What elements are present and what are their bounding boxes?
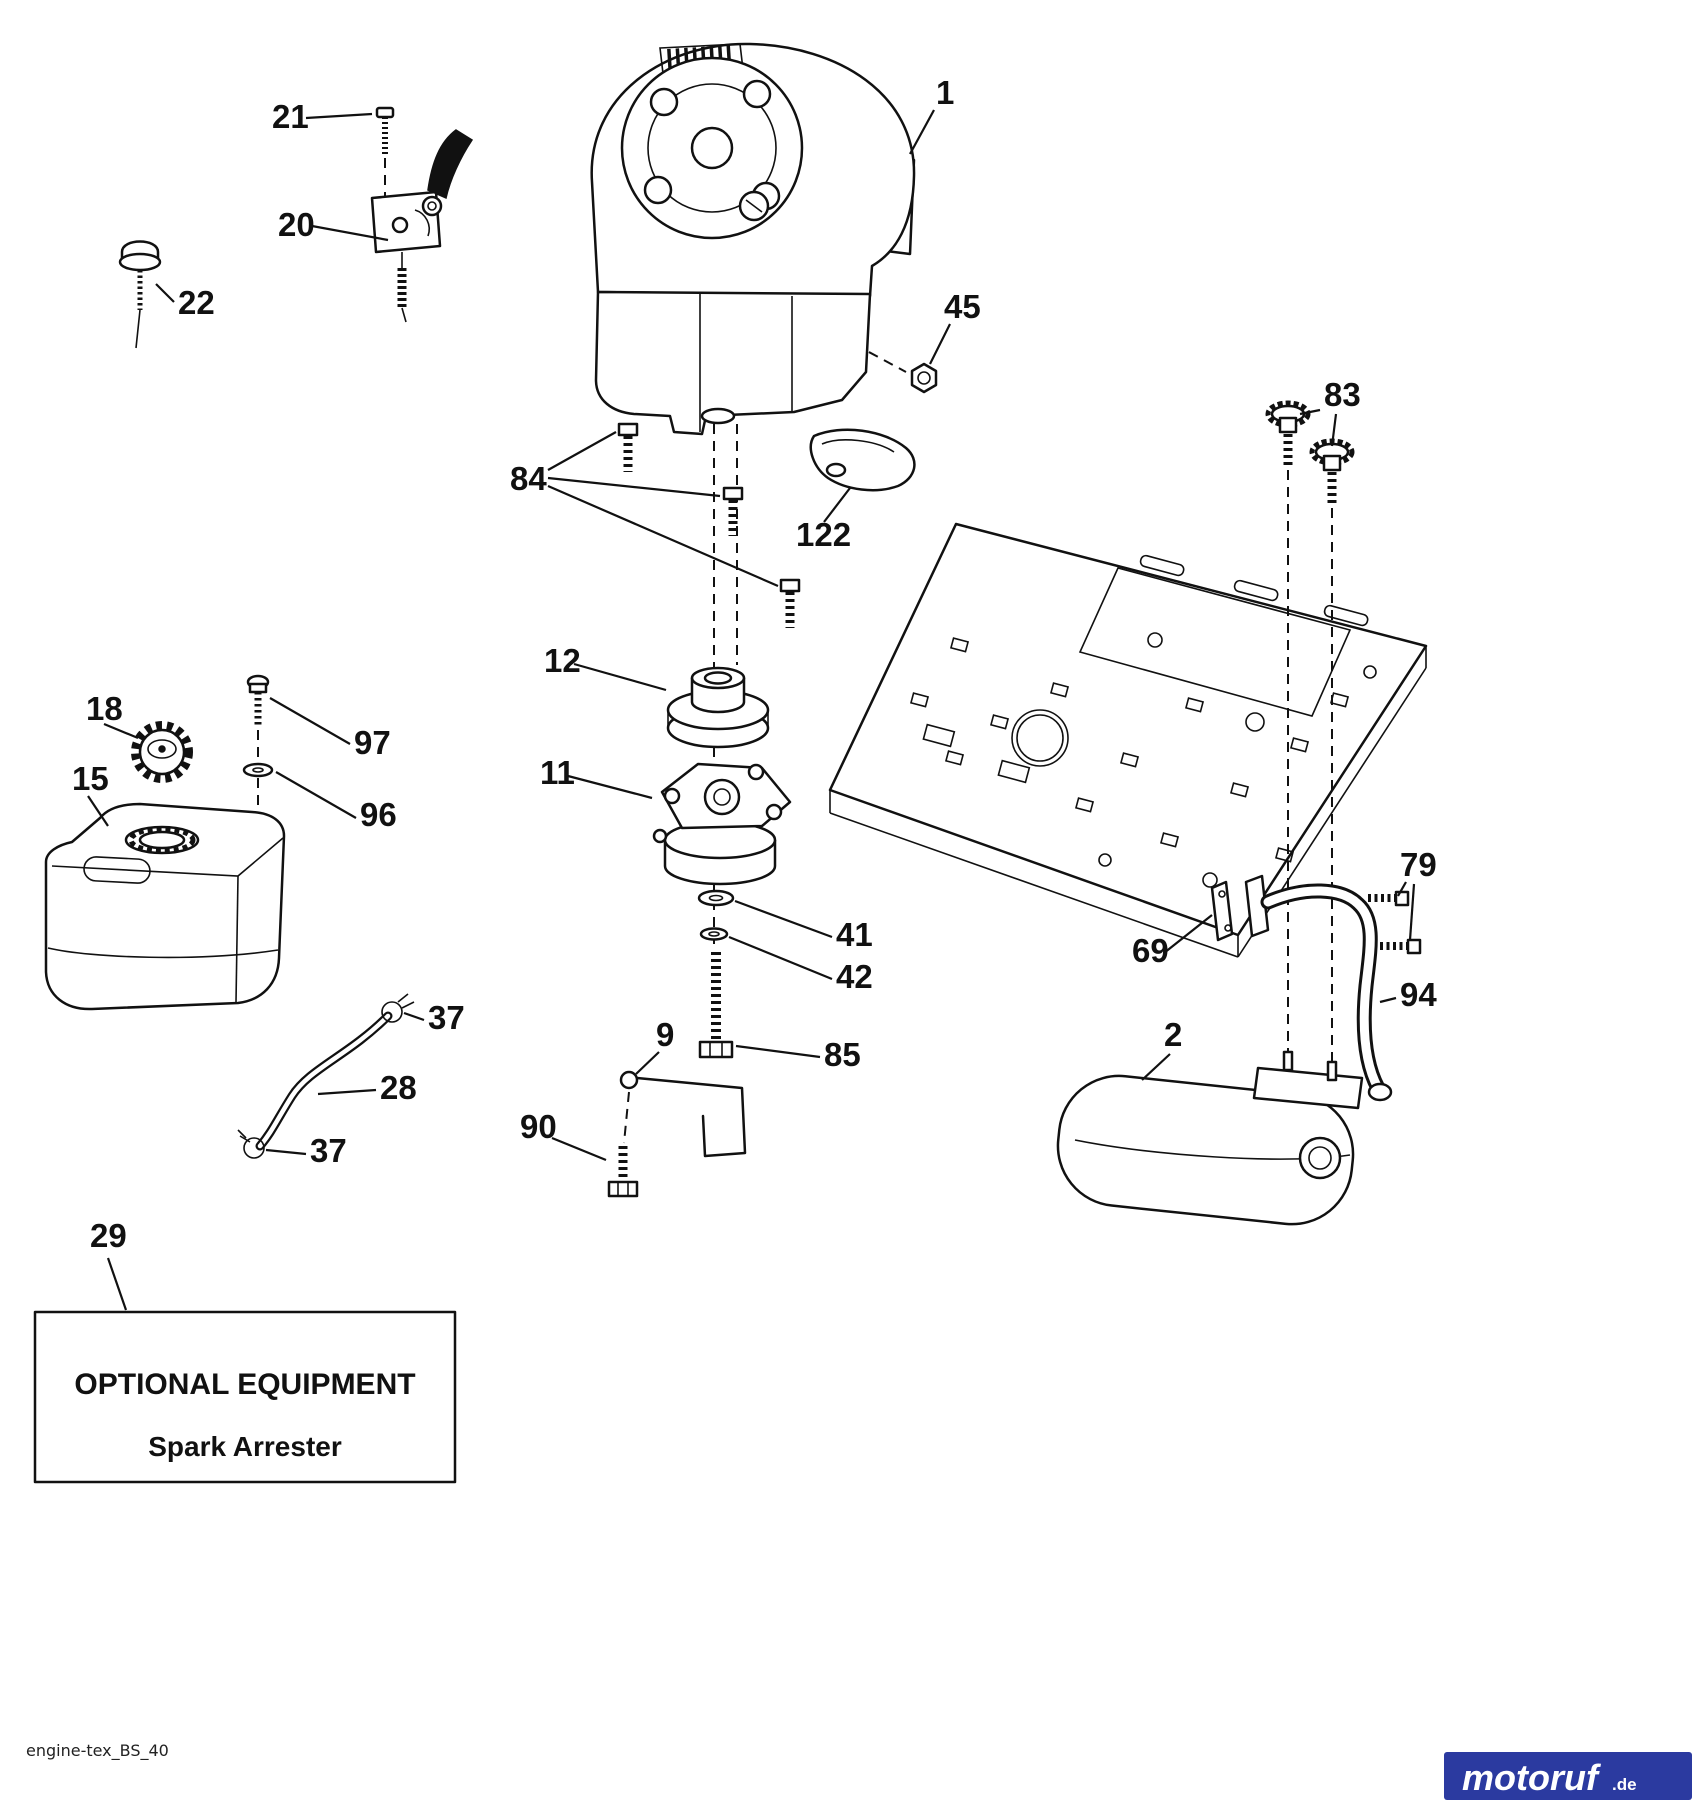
callout-exhaust-deflector: 122 <box>796 516 851 553</box>
callout-hose-clamp-upper: 37 <box>428 999 465 1036</box>
callout-muffler-bolts: 83 <box>1324 376 1361 413</box>
callout-throttle-control: 20 <box>278 206 315 243</box>
exhaust-gasket <box>1210 874 1270 942</box>
choke-knob <box>118 240 162 349</box>
fuel-tank <box>44 802 286 1011</box>
fuel-line <box>255 1011 393 1151</box>
exhaust-bolts <box>1368 890 1422 955</box>
hose-clamp-upper <box>381 993 415 1023</box>
callout-fuel-line: 28 <box>380 1069 417 1106</box>
callout-flat-washer: 41 <box>836 916 873 953</box>
callout-bracket-bolt: 90 <box>520 1108 557 1145</box>
callout-engine-nut: 45 <box>944 288 981 325</box>
logo-background[interactable] <box>1444 1752 1692 1800</box>
callout-choke-knob: 22 <box>178 284 215 321</box>
callout-exhaust-gasket: 69 <box>1132 932 1169 969</box>
diagram-code: engine-tex_BS_40 <box>26 1741 169 1761</box>
muffler-bolt-axes <box>1287 470 1333 1072</box>
callout-exhaust-pipe: 94 <box>1400 976 1437 1013</box>
callout-engine-pulley: 12 <box>544 642 581 679</box>
engine-nut <box>910 362 938 394</box>
callout-tank-washer: 96 <box>360 796 397 833</box>
clutch-assembly <box>652 762 792 886</box>
callout-clutch-bolt: 85 <box>824 1036 861 1073</box>
motoruf-logo[interactable]: motoruf .de <box>1444 1752 1692 1800</box>
callout-tank-bolt: 97 <box>354 724 391 761</box>
throttle-control <box>370 106 474 323</box>
callout-clutch-bracket: 9 <box>656 1016 674 1053</box>
callout-engine-mount-bolts: 84 <box>510 460 547 497</box>
optional-equipment-title: OPTIONAL EQUIPMENT <box>74 1368 415 1401</box>
callout-optional-equipment: 29 <box>90 1217 127 1254</box>
clutch-bracket <box>619 1070 747 1158</box>
tank-bolt <box>246 674 270 728</box>
callout-exhaust-bolts: 79 <box>1400 846 1437 883</box>
clutch-bolt <box>698 952 734 1059</box>
fuel-cap <box>131 721 193 783</box>
logo-tld: .de <box>1612 1775 1637 1794</box>
exhaust-pipe <box>1260 883 1393 1102</box>
callout-fuel-tank: 15 <box>72 760 109 797</box>
tank-washer <box>242 762 274 778</box>
optional-equipment-subtitle: Spark Arrester <box>148 1431 342 1462</box>
logo-name: motoruf <box>1462 1757 1601 1798</box>
callout-labels: 1 21 20 22 45 83 84 122 12 11 18 97 15 9… <box>72 74 1437 1254</box>
engine-assembly <box>590 42 916 436</box>
bracket-bolt <box>607 1146 639 1198</box>
engine-pulley <box>666 666 770 749</box>
leader-lines <box>87 109 1416 1311</box>
optional-equipment-box: OPTIONAL EQUIPMENT Spark Arrester <box>33 1310 457 1484</box>
callout-throttle-screw: 21 <box>272 98 309 135</box>
callout-clutch: 11 <box>540 754 575 791</box>
washers <box>697 889 735 941</box>
callout-hose-clamp-lower: 37 <box>310 1132 347 1169</box>
callout-engine: 1 <box>936 74 954 111</box>
callout-lock-washer: 42 <box>836 958 873 995</box>
muffler <box>1056 1050 1364 1226</box>
callout-muffler: 2 <box>1164 1016 1182 1053</box>
callout-fuel-cap: 18 <box>86 690 123 727</box>
exhaust-deflector <box>809 428 916 492</box>
muffler-bolts <box>1265 400 1355 504</box>
hose-clamp-lower <box>237 1129 265 1159</box>
engine-mount-bolts <box>617 422 801 628</box>
